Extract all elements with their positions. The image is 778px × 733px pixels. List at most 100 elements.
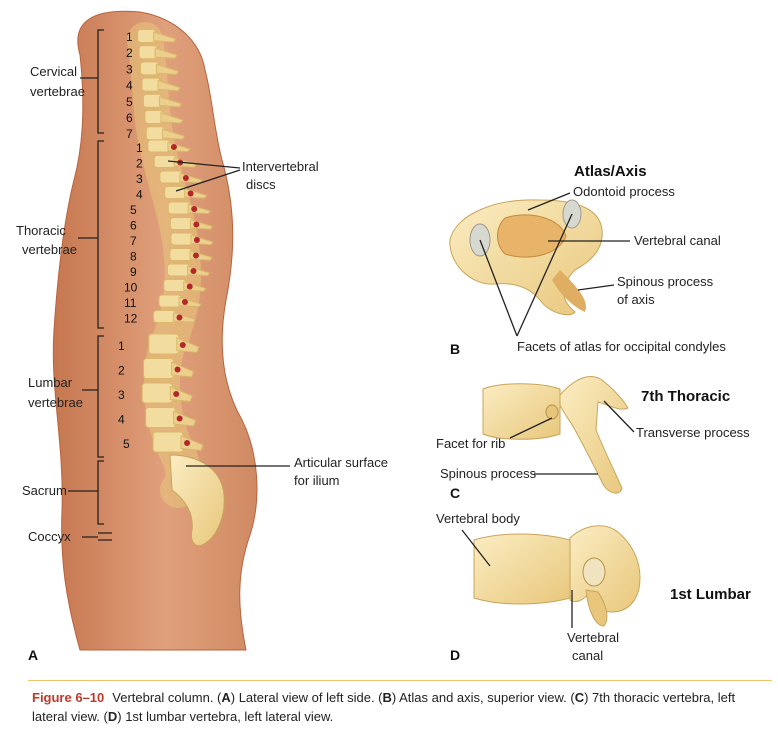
thoracic-number-12: 12 [124,312,138,326]
lumbar-label-2: vertebrae [28,395,83,410]
spinous-axis-label-2: of axis [617,292,655,307]
facet-rib-label: Facet for rib [436,436,505,451]
cervical-label-2: vertebrae [30,84,85,99]
lumbar-canal-label-2: canal [572,648,603,663]
caption-a: A [221,690,230,705]
figure-illustration: Cervical vertebrae Thoracic vertebrae Lu… [0,0,778,678]
cervical-label-1: Cervical [30,64,77,79]
cervical-vertebra-2 [139,46,157,59]
thoracic-vertebra-6 [170,218,192,230]
cervical-number-2: 2 [126,46,133,60]
thoracic-vertebra-4-foramen [188,191,194,197]
panel-c-title: 7th Thoracic [641,388,730,405]
thoracic-vertebra-1-foramen [171,144,177,150]
thoracic-vertebra-10 [164,280,186,292]
cervical-vertebra-6 [145,111,163,124]
thoracic-vertebra-8 [170,249,192,261]
panel-c-letter: C [450,485,460,501]
panel-b-letter: B [450,341,460,357]
thoracic-number-6: 6 [130,219,137,233]
lumbar-vertebra-5-foramen [184,440,190,446]
thoracic-vertebra-5 [168,202,190,214]
thoracic-number-5: 5 [130,203,137,217]
spinous-process-label: Spinous process [440,466,537,481]
lumbar-number-4: 4 [118,413,125,427]
cervical-vertebra-4 [142,78,160,91]
odontoid-label: Odontoid process [573,184,675,199]
vertebral-body-label: Vertebral body [436,511,520,526]
lumbar-number-2: 2 [118,364,125,378]
thoracic-vertebra-3 [160,171,182,183]
thoracic-vertebra-8-foramen [193,253,199,259]
thoracic-vertebra-3-foramen [183,175,189,181]
caption-rule [28,680,772,681]
lumbar-vertebra-1-foramen [180,342,186,348]
caption-b: B [383,690,392,705]
caption-d: D [108,709,117,724]
articular-label-2: for ilium [294,473,340,488]
intervertebral-label-2: discs [246,177,276,192]
thoracic-vertebra-10-foramen [187,284,193,290]
atlas-axis-illustration [450,200,602,315]
lumbar-vertebra-3 [142,383,172,403]
caption-text-5: ) 1st lumbar vertebra, left lateral view… [117,709,333,724]
thoracic-number-11: 11 [124,296,137,310]
caption-text-3: ) Atlas and axis, superior view. ( [392,690,575,705]
thoracic-vertebra-12-foramen [176,315,182,321]
thoracic-number-7: 7 [130,234,137,248]
thoracic-number-8: 8 [130,250,137,264]
lumbar-vertebra-2-foramen [175,367,181,373]
cervical-number-3: 3 [126,62,133,76]
transverse-label: Transverse process [636,425,750,440]
cervical-vertebra-1 [138,30,156,43]
lumbar-number-1: 1 [118,339,125,353]
thoracic-vertebra-7-foramen [194,237,200,243]
coccyx-label: Coccyx [28,529,71,544]
thoracic-label-2: vertebrae [22,242,77,257]
thoracic-number-2: 2 [136,157,143,171]
lumbar-vertebra-1 [149,334,179,354]
thoracic-number-3: 3 [136,172,143,186]
thoracic-number-9: 9 [130,265,137,279]
lumbar-vertebra-5 [153,432,183,452]
lumbar-vertebra-4-foramen [177,416,183,422]
spinous-axis-label-1: Spinous process [617,274,714,289]
cervical-number-7: 7 [126,127,133,141]
caption-c: C [575,690,584,705]
thoracic-vertebra-5-foramen [191,206,197,212]
cervical-vertebra-3 [141,62,159,75]
thoracic-vertebra-6-foramen [193,222,199,228]
cervical-number-4: 4 [126,79,133,93]
lumbar-vertebra-2 [144,359,174,379]
cervical-number-5: 5 [126,95,133,109]
thoracic-number-4: 4 [136,188,143,202]
panel-d-letter: D [450,647,460,663]
panel-a-letter: A [28,647,38,663]
lumbar-canal-label-1: Vertebral [567,630,619,645]
thoracic-vertebra-12 [153,311,175,323]
lumbar-number-5: 5 [123,437,130,451]
cervical-vertebra-7 [146,127,164,140]
figure-caption: Figure 6–10Vertebral column. (A) Lateral… [32,688,762,726]
panel-b-title: Atlas/Axis [574,163,647,180]
lumbar-label-1: Lumbar [28,375,73,390]
lumbar-vertebra-4 [146,408,176,428]
vertebral-canal-label: Vertebral canal [634,233,721,248]
caption-text-2: ) Lateral view of left side. ( [231,690,383,705]
caption-text-1: Vertebral column. ( [112,690,221,705]
thoracic-vertebra-11-foramen [182,299,188,305]
lumbar-number-3: 3 [118,388,125,402]
thoracic-vertebra-9-foramen [190,268,196,274]
lumbar-vertebra-3-foramen [173,391,179,397]
thoracic-vertebra-11 [159,295,181,307]
intervertebral-label-1: Intervertebral [242,159,319,174]
panel-d-title: 1st Lumbar [670,586,751,603]
thoracic-vertebra-7 [171,233,193,245]
articular-label-1: Articular surface [294,455,388,470]
sacrum-label: Sacrum [22,483,67,498]
lumbar-vertebra-illustration [474,526,640,626]
thoracic-label-1: Thoracic [16,223,66,238]
cervical-number-6: 6 [126,111,133,125]
thoracic-vertebra-1 [148,140,170,152]
